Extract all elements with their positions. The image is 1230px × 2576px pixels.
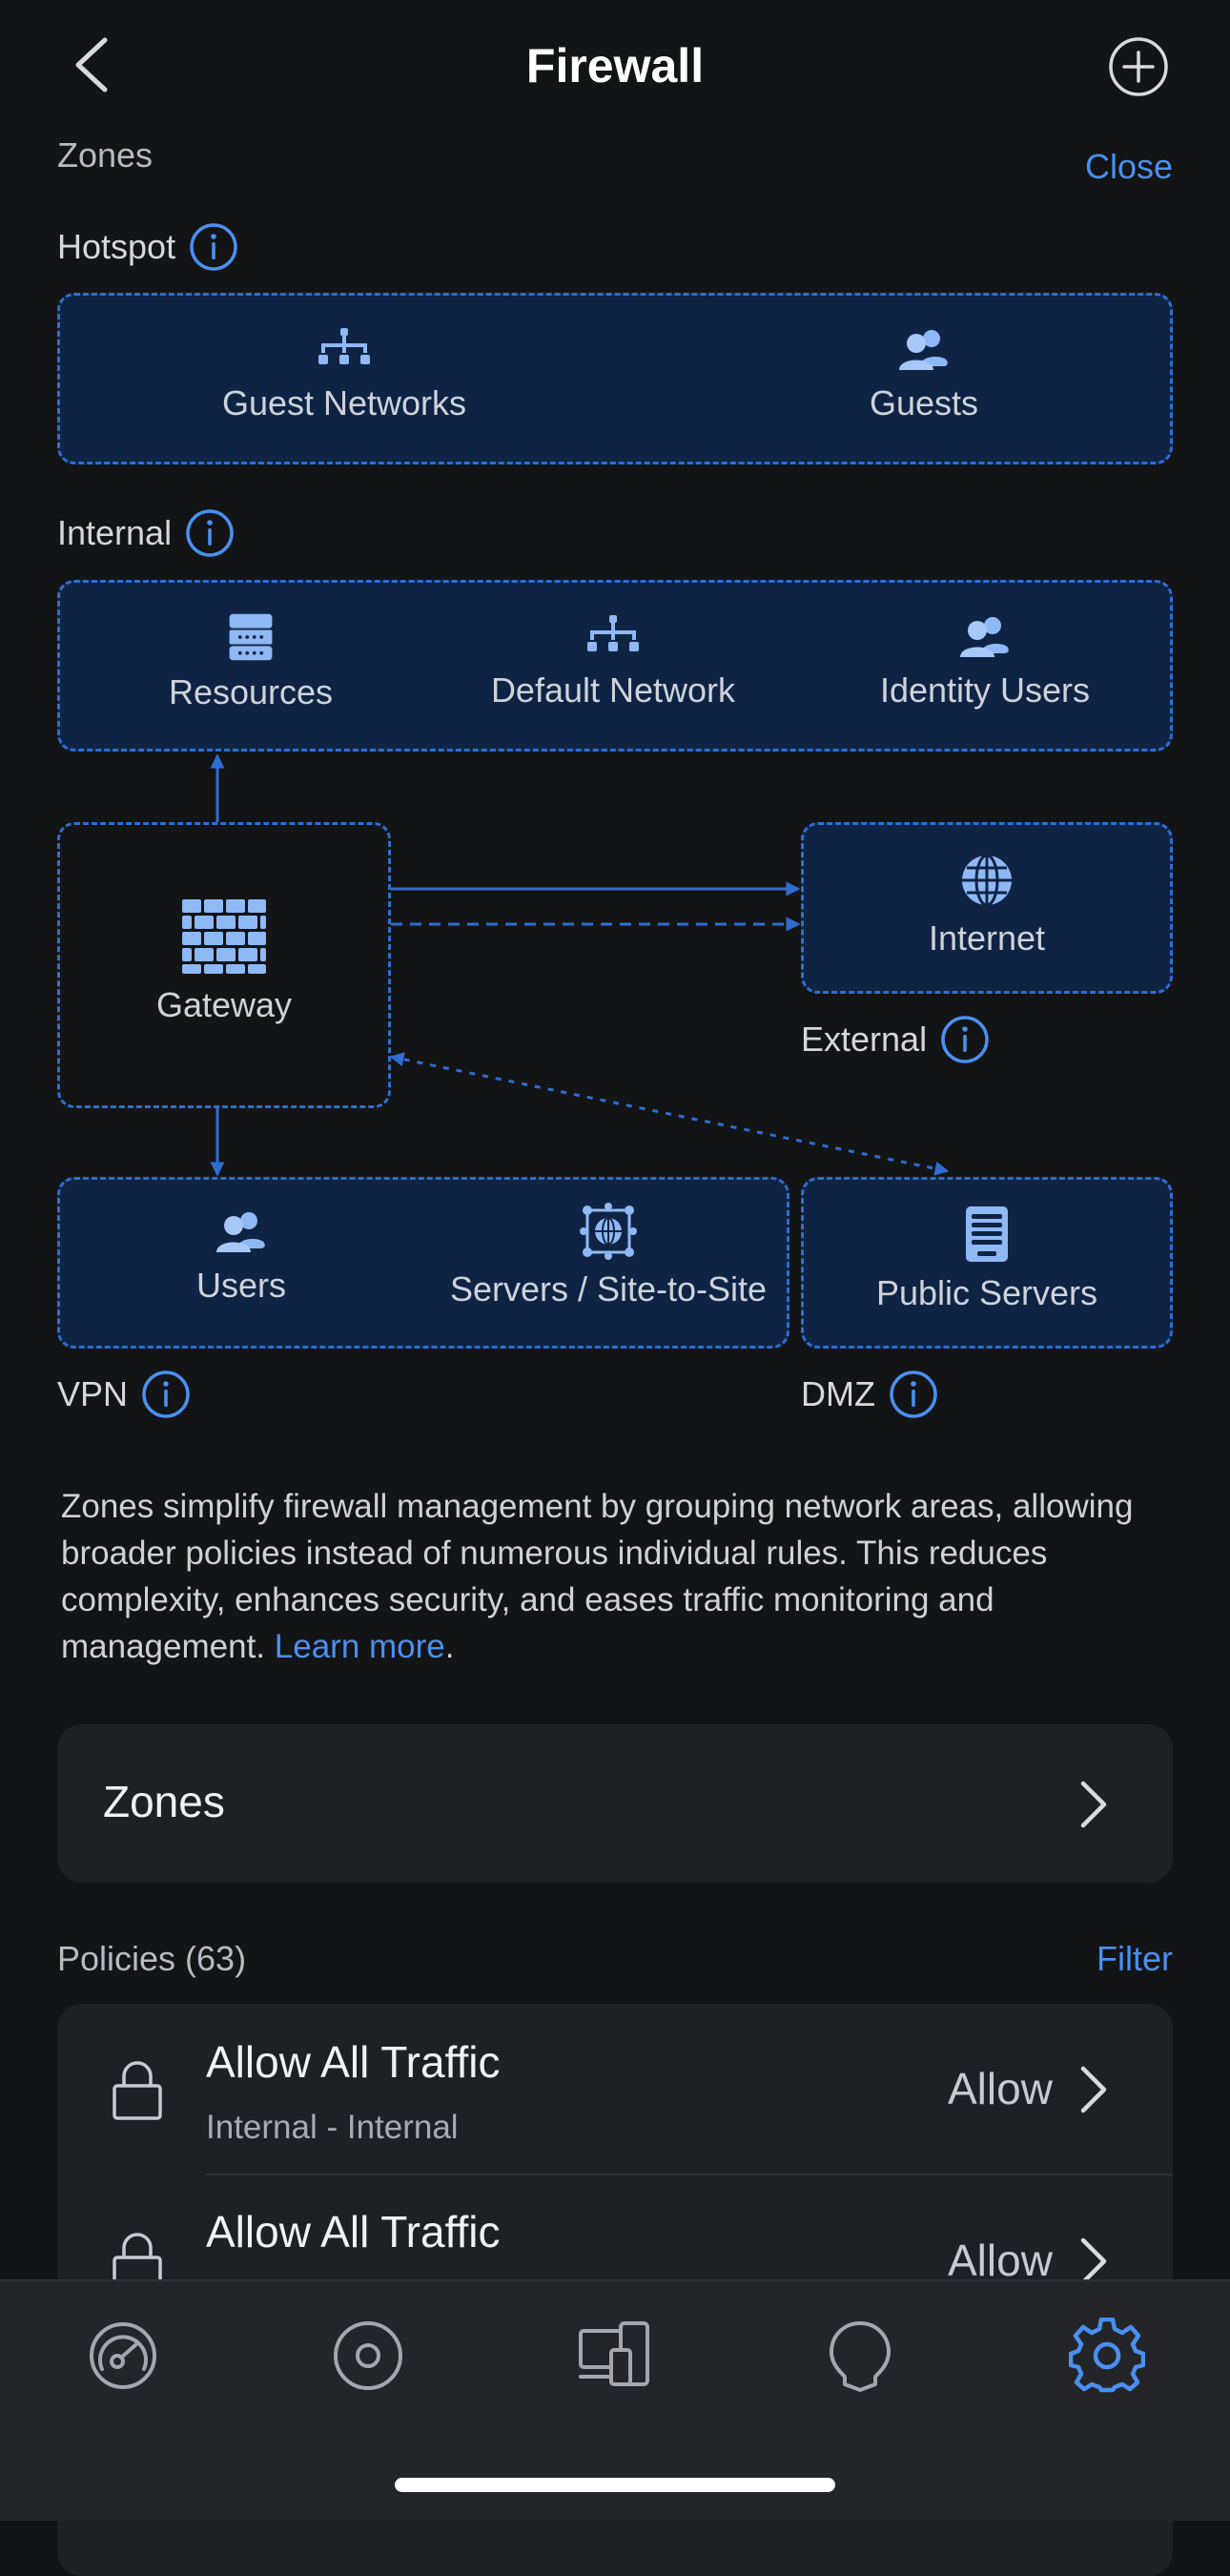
zones-section-label: Zones xyxy=(57,135,154,175)
zone-item-users[interactable]: Users xyxy=(108,1208,375,1306)
close-link[interactable]: Close xyxy=(1084,147,1173,186)
zone-item-label: Users xyxy=(195,1266,286,1305)
description-text: Zones simplify firewall management by gr… xyxy=(61,1488,1134,1665)
vpn-zone-label: VPN xyxy=(57,1370,191,1419)
devices-icon[interactable] xyxy=(577,2318,653,2394)
network-tree-icon xyxy=(316,326,373,374)
gateway-item[interactable]: Gateway xyxy=(60,897,388,1025)
policy-action: Allow xyxy=(948,2236,1053,2285)
info-icon[interactable] xyxy=(185,508,235,558)
zone-item-label: Default Network xyxy=(490,670,736,710)
info-icon[interactable] xyxy=(889,1370,938,1419)
home-indicator xyxy=(395,2478,835,2492)
lightbulb-icon[interactable] xyxy=(822,2318,898,2394)
zone-item-label: Public Servers xyxy=(875,1273,1098,1312)
zone-item-guest-networks[interactable]: Guest Networks xyxy=(173,326,516,423)
zone-item-servers-site-to-site[interactable]: Servers / Site-to-Site xyxy=(432,1203,785,1309)
external-label: External xyxy=(801,1020,928,1059)
server-icon xyxy=(963,1205,1011,1264)
policy-title: Allow All Traffic xyxy=(206,2037,501,2087)
vpn-label: VPN xyxy=(57,1374,129,1413)
zone-item-internet[interactable]: Internet xyxy=(804,852,1170,958)
filter-link[interactable]: Filter xyxy=(1097,1939,1173,1978)
target-icon[interactable] xyxy=(330,2318,406,2394)
info-icon[interactable] xyxy=(189,222,238,272)
globe-network-icon xyxy=(580,1203,637,1260)
description-trailing: . xyxy=(444,1628,455,1665)
policy-row[interactable]: Allow All Traffic Allow xyxy=(57,2175,1173,2345)
policy-row[interactable]: Allow All Traffic Internal - Internal Al… xyxy=(57,2004,1173,2174)
chevron-right-icon xyxy=(1079,1780,1108,1829)
gateway-to-dmz-line xyxy=(389,1052,950,1176)
vpn-zone[interactable]: Users Servers / Site-to-Site xyxy=(57,1177,789,1349)
zone-item-label: Servers / Site-to-Site xyxy=(449,1269,768,1309)
dmz-zone-label: DMZ xyxy=(801,1370,938,1419)
zone-item-label: Identity Users xyxy=(879,670,1091,710)
zone-item-label: Resources xyxy=(168,672,334,711)
hotspot-label: Hotspot xyxy=(57,227,176,266)
users-icon xyxy=(895,326,953,374)
page-title: Firewall xyxy=(525,39,705,93)
zone-item-label: Guests xyxy=(869,383,979,422)
zone-item-guests[interactable]: Guests xyxy=(771,326,1076,423)
zones-card[interactable]: Zones xyxy=(57,1724,1173,1883)
dmz-label: DMZ xyxy=(801,1374,875,1413)
gateway-zone[interactable]: Gateway xyxy=(57,822,391,1108)
users-icon xyxy=(213,1208,270,1256)
gateway-label: Gateway xyxy=(155,985,293,1024)
server-stack-icon xyxy=(224,611,277,663)
policy-subtitle: Internal - Internal xyxy=(206,2109,459,2146)
zone-connectors xyxy=(210,753,950,1177)
hotspot-zone-label: Hotspot xyxy=(57,222,238,272)
internal-zone-label: Internal xyxy=(57,508,235,558)
brick-wall-icon xyxy=(180,897,268,976)
dmz-zone[interactable]: Public Servers xyxy=(801,1177,1173,1349)
zone-item-identity-users[interactable]: Identity Users xyxy=(832,613,1138,711)
learn-more-link[interactable]: Learn more xyxy=(274,1628,445,1665)
internal-label: Internal xyxy=(57,513,173,552)
zones-description: Zones simplify firewall management by gr… xyxy=(61,1483,1177,1670)
globe-icon xyxy=(958,852,1015,909)
info-icon[interactable] xyxy=(940,1015,990,1064)
network-tree-icon xyxy=(584,613,642,661)
lock-icon xyxy=(111,2059,164,2120)
zones-card-label: Zones xyxy=(103,1777,225,1826)
external-zone[interactable]: Internet xyxy=(801,822,1173,994)
gear-icon[interactable] xyxy=(1069,2318,1145,2394)
gauge-icon[interactable] xyxy=(85,2318,161,2394)
policy-action: Allow xyxy=(948,2064,1053,2113)
zone-item-label: Guest Networks xyxy=(221,383,467,422)
zone-item-default-network[interactable]: Default Network xyxy=(461,613,766,711)
chevron-right-icon xyxy=(1079,2065,1108,2114)
zone-item-public-servers[interactable]: Public Servers xyxy=(804,1205,1170,1313)
hotspot-zone[interactable]: Guest Networks Guests xyxy=(57,293,1173,464)
external-zone-label: External xyxy=(801,1015,990,1064)
policy-title: Allow All Traffic xyxy=(206,2207,501,2257)
plus-circle-icon[interactable] xyxy=(1108,36,1169,97)
row-divider xyxy=(206,2174,1173,2175)
policies-label: Policies (63) xyxy=(57,1939,247,1978)
back-chevron-icon[interactable] xyxy=(67,34,120,95)
users-icon xyxy=(956,613,1014,661)
zone-item-resources[interactable]: Resources xyxy=(117,611,384,712)
internal-zone[interactable]: Resources Default Network Identity Users xyxy=(57,580,1173,752)
info-icon[interactable] xyxy=(141,1370,191,1419)
zone-item-label: Internet xyxy=(928,918,1046,958)
